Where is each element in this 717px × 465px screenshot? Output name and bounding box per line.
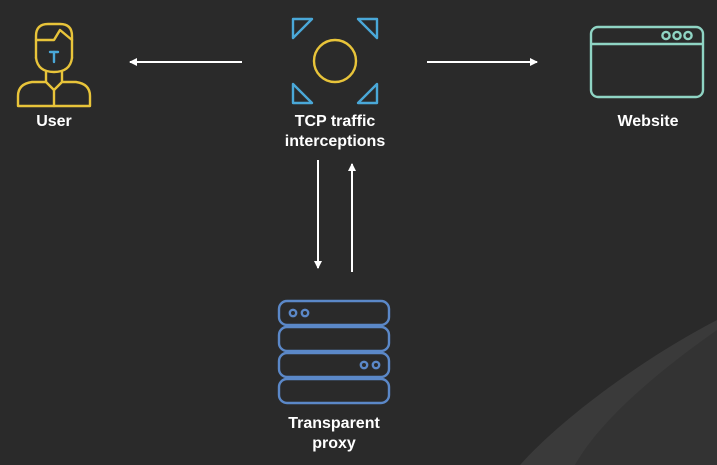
proxy-label-line2: proxy xyxy=(312,435,356,452)
server-stack-icon xyxy=(277,299,391,405)
proxy-label: Transparent proxy xyxy=(254,414,414,454)
target-icon xyxy=(291,17,379,105)
proxy-node xyxy=(276,298,392,408)
user-label: User xyxy=(36,113,72,130)
browser-window-icon xyxy=(589,25,705,99)
user-node xyxy=(14,16,94,108)
proxy-label-line1: Transparent xyxy=(288,415,380,432)
website-node xyxy=(588,24,706,100)
tcp-label-line2: interceptions xyxy=(284,133,386,150)
website-label: Website xyxy=(617,113,679,130)
tcp-label-line1: TCP traffic xyxy=(294,113,376,130)
person-icon xyxy=(16,22,92,108)
tcp-label: TCP traffic interceptions xyxy=(255,112,415,152)
tcp-node xyxy=(290,16,380,106)
